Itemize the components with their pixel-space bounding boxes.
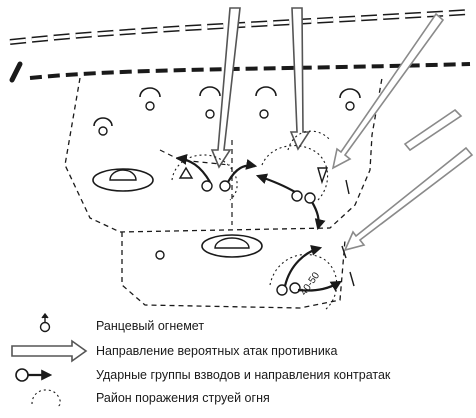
position-marks [178,166,355,287]
dugout-left [92,168,154,192]
distance-label: 40-50 [298,270,322,298]
legend-flamethrower-text: Ранцевый огнемет [96,319,205,333]
weapon-positions [98,101,355,260]
dugout-center [201,234,263,258]
flank-attack-arrows [331,12,474,252]
trench-positions [93,86,361,127]
enemy-attack-arrows [210,7,311,169]
strike-groups [201,180,316,296]
flank-mark [9,61,23,83]
legend-counterattack-text: Ударные группы взводов и направления кон… [96,368,391,382]
strike-group-counterattack-icon [15,368,53,382]
fire-zones [171,130,338,311]
backpack-flamethrower-icon [39,312,51,333]
legend-fire-zone-text: Район поражения струей огня [96,391,270,405]
counterattack-arrows [175,154,342,292]
forward-trench-line [9,9,471,45]
enemy-attack-arrow-icon [11,339,88,363]
upper-defence-area [64,77,383,233]
legend-enemy-attack-text: Направление вероятных атак противника [96,344,338,358]
main-defence-line [29,62,471,80]
fire-zone-outline-icon [31,389,61,407]
lower-defence-area [121,232,346,309]
